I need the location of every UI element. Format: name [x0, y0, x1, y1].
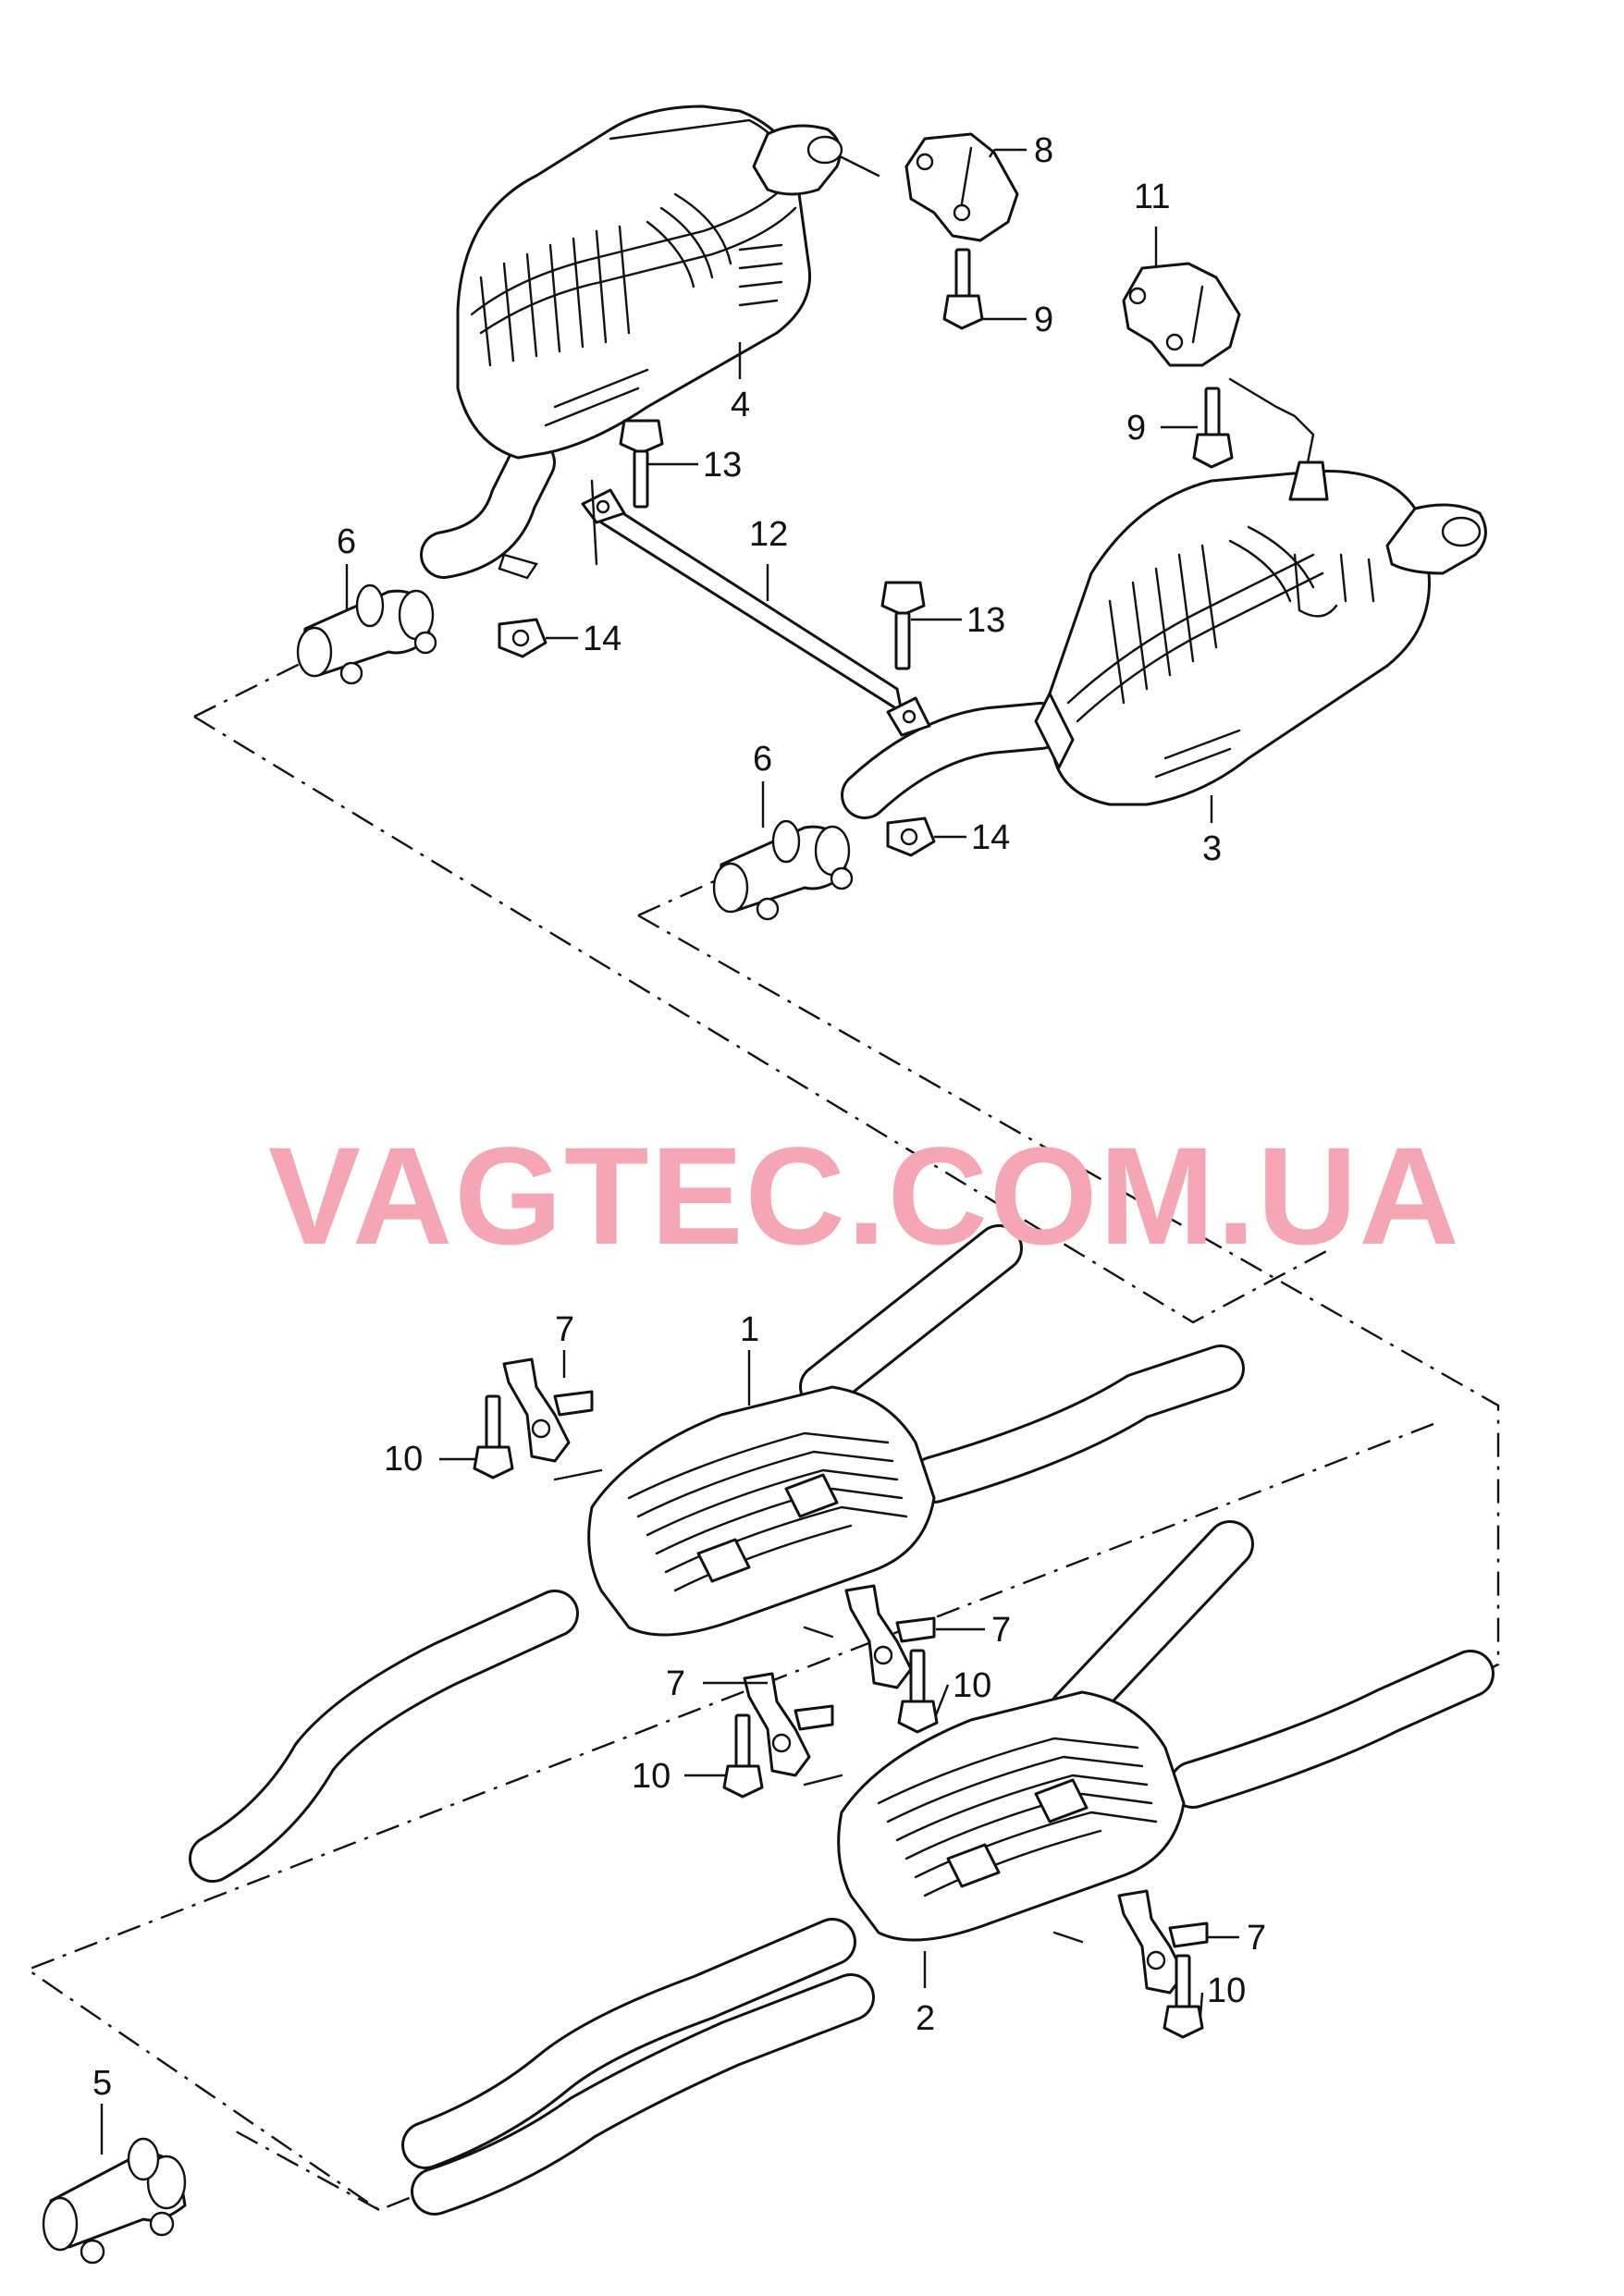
hanger-bracket-right [1122, 262, 1241, 367]
callout-12: 12 [749, 515, 788, 554]
bracket-7-d [1117, 1889, 1209, 1995]
nut-14-right [886, 816, 936, 857]
callout-labels: 8 9 11 9 4 13 12 13 14 14 6 6 3 1 7 10 7… [92, 131, 1266, 2103]
callout-4: 4 [731, 386, 750, 424]
bracket-7-b [844, 1584, 936, 1689]
clamp-front [42, 2137, 187, 2265]
callout-9-right: 9 [1126, 409, 1146, 448]
callout-1: 1 [740, 1310, 759, 1349]
callout-10-b: 10 [953, 1666, 991, 1705]
callout-6-left: 6 [337, 522, 356, 561]
callout-7-c: 7 [666, 1664, 685, 1703]
callout-7-b: 7 [991, 1611, 1011, 1650]
callout-11: 11 [1134, 178, 1170, 216]
callout-7-a: 7 [555, 1310, 574, 1349]
callout-8: 8 [1034, 131, 1053, 170]
callout-10-c: 10 [632, 1757, 671, 1796]
callout-3: 3 [1202, 829, 1222, 868]
callout-13-right: 13 [966, 601, 1005, 640]
clamp-right [712, 819, 854, 921]
callout-14-right: 14 [971, 818, 1010, 857]
callout-7-d: 7 [1247, 1919, 1266, 1958]
clamp-left [296, 583, 437, 685]
rear-silencer-left [420, 104, 880, 579]
bolt-13-left [619, 419, 664, 509]
callout-5: 5 [92, 2064, 112, 2103]
cross-strap [498, 479, 931, 737]
center-silencer-front [189, 1224, 1245, 1883]
watermark-text: VAGTEC.COM.UA [268, 1118, 1461, 1273]
rear-silencer-right [841, 460, 1487, 819]
bolt-9-top [942, 248, 984, 330]
bolt-9-right [1192, 387, 1234, 469]
callout-13-left: 13 [703, 446, 742, 485]
callout-10-d: 10 [1207, 1971, 1246, 2010]
hanger-bracket-top [904, 132, 1019, 242]
callout-6-right: 6 [753, 740, 772, 779]
bolt-10-c [722, 1713, 764, 1799]
bolt-10-b [897, 1649, 939, 1734]
bolt-13-right [880, 581, 926, 670]
callout-9-top: 9 [1034, 301, 1053, 339]
callout-14-left: 14 [583, 620, 621, 658]
bolt-10-d [1163, 1954, 1204, 2039]
bolt-10-a [473, 1394, 514, 1480]
bracket-7-a [502, 1357, 594, 1463]
hanger-rod-right [1228, 377, 1315, 483]
bracket-7-c [743, 1672, 834, 1777]
callout-2: 2 [916, 1999, 935, 2038]
center-silencer-rear [401, 1520, 1495, 2216]
leader-lines [100, 148, 1239, 2155]
callout-10-a: 10 [384, 1440, 423, 1479]
nut-14-left [498, 618, 547, 658]
